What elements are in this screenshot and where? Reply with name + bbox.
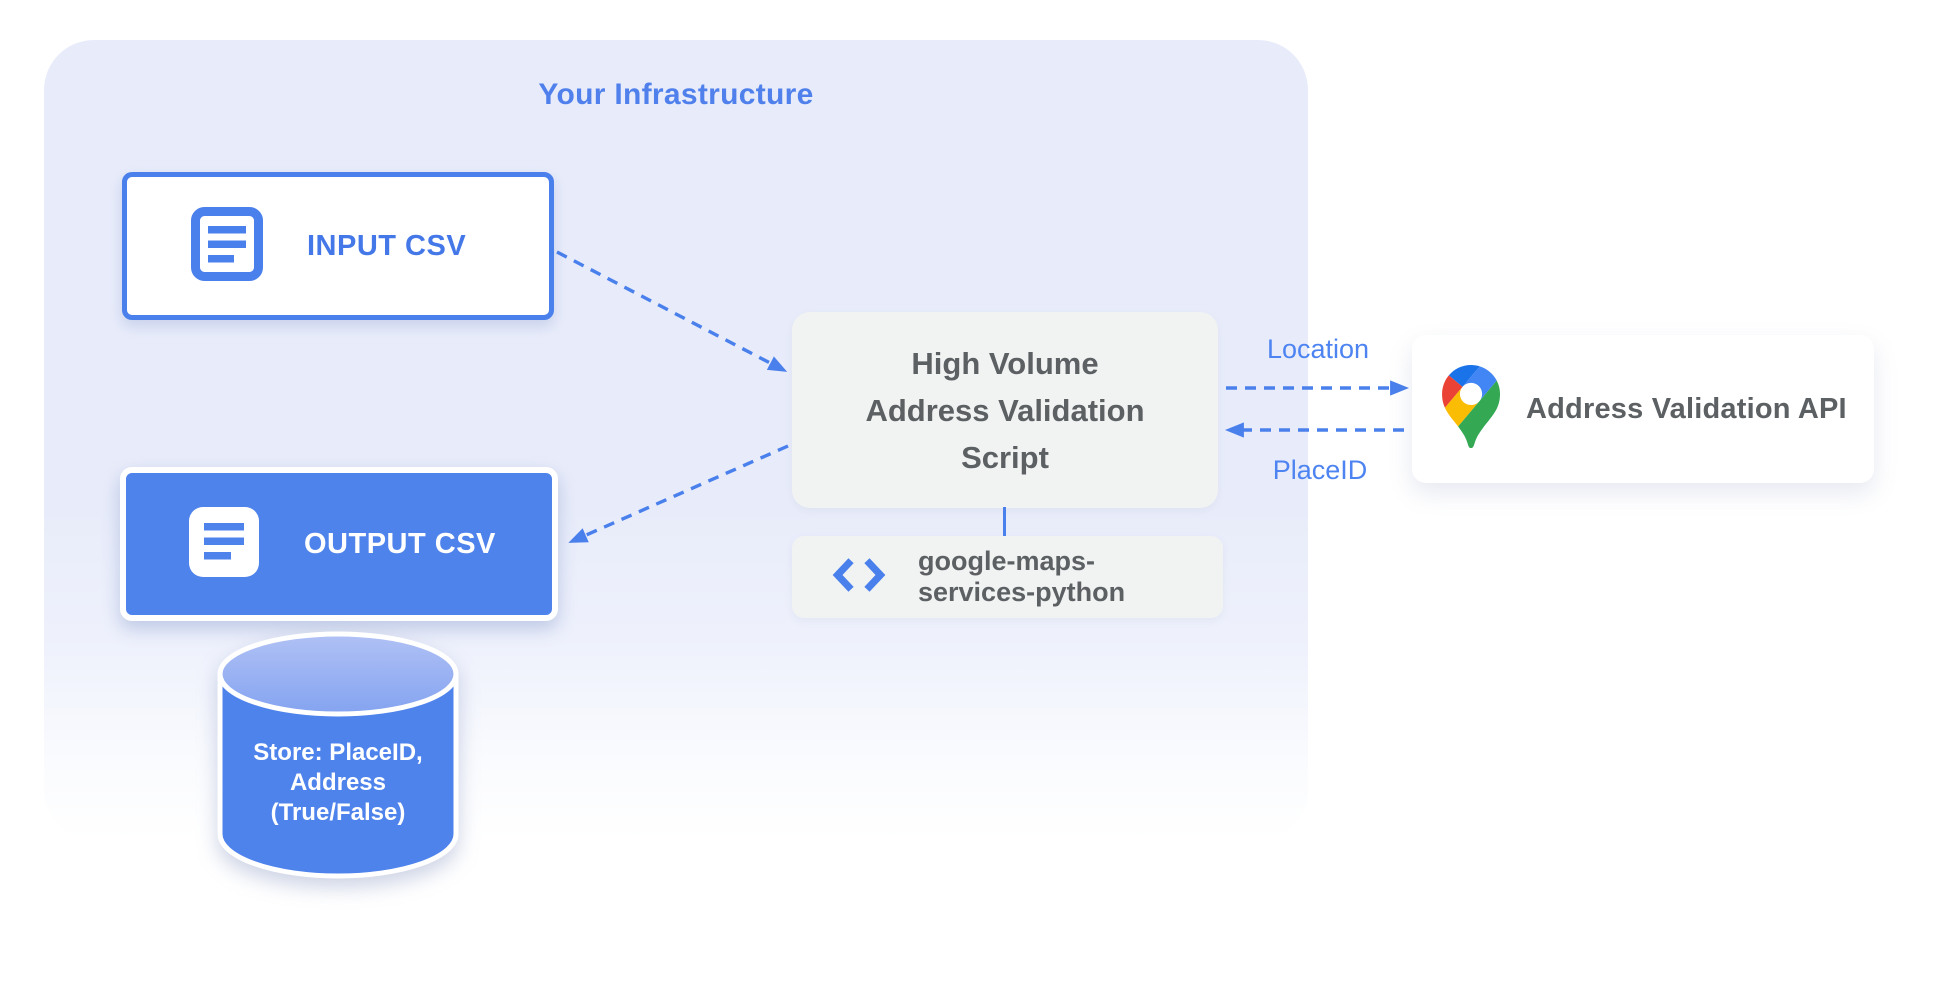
datastore-label: Store: PlaceID, Address (True/False) [253,739,423,826]
node-input-csv: INPUT CSV [122,172,554,320]
datastore-cylinder [217,631,459,879]
google-maps-pin-icon [1442,365,1501,453]
location-edge-label: Location [1266,334,1370,364]
node-validation-script: High Volume Address Validation Script [792,312,1218,508]
script-library-connector [1003,507,1006,537]
node-address-validation-api: Address Validation API [1412,335,1874,483]
api-label: Address Validation API [1526,392,1847,425]
document-icon [188,506,260,583]
node-output-csv: OUTPUT CSV [120,467,558,621]
input-csv-label: INPUT CSV [307,229,467,262]
validation-script-label: High Volume Address Validation Script [865,345,1145,475]
infrastructure-title: Your Infrastructure [538,78,814,111]
library-label: google-maps- services-python [918,546,1126,607]
document-icon [191,206,263,286]
code-icon [832,554,886,601]
node-library: google-maps- services-python [792,536,1223,618]
placeid-edge-label: PlaceID [1272,455,1368,485]
output-csv-label: OUTPUT CSV [304,527,496,560]
